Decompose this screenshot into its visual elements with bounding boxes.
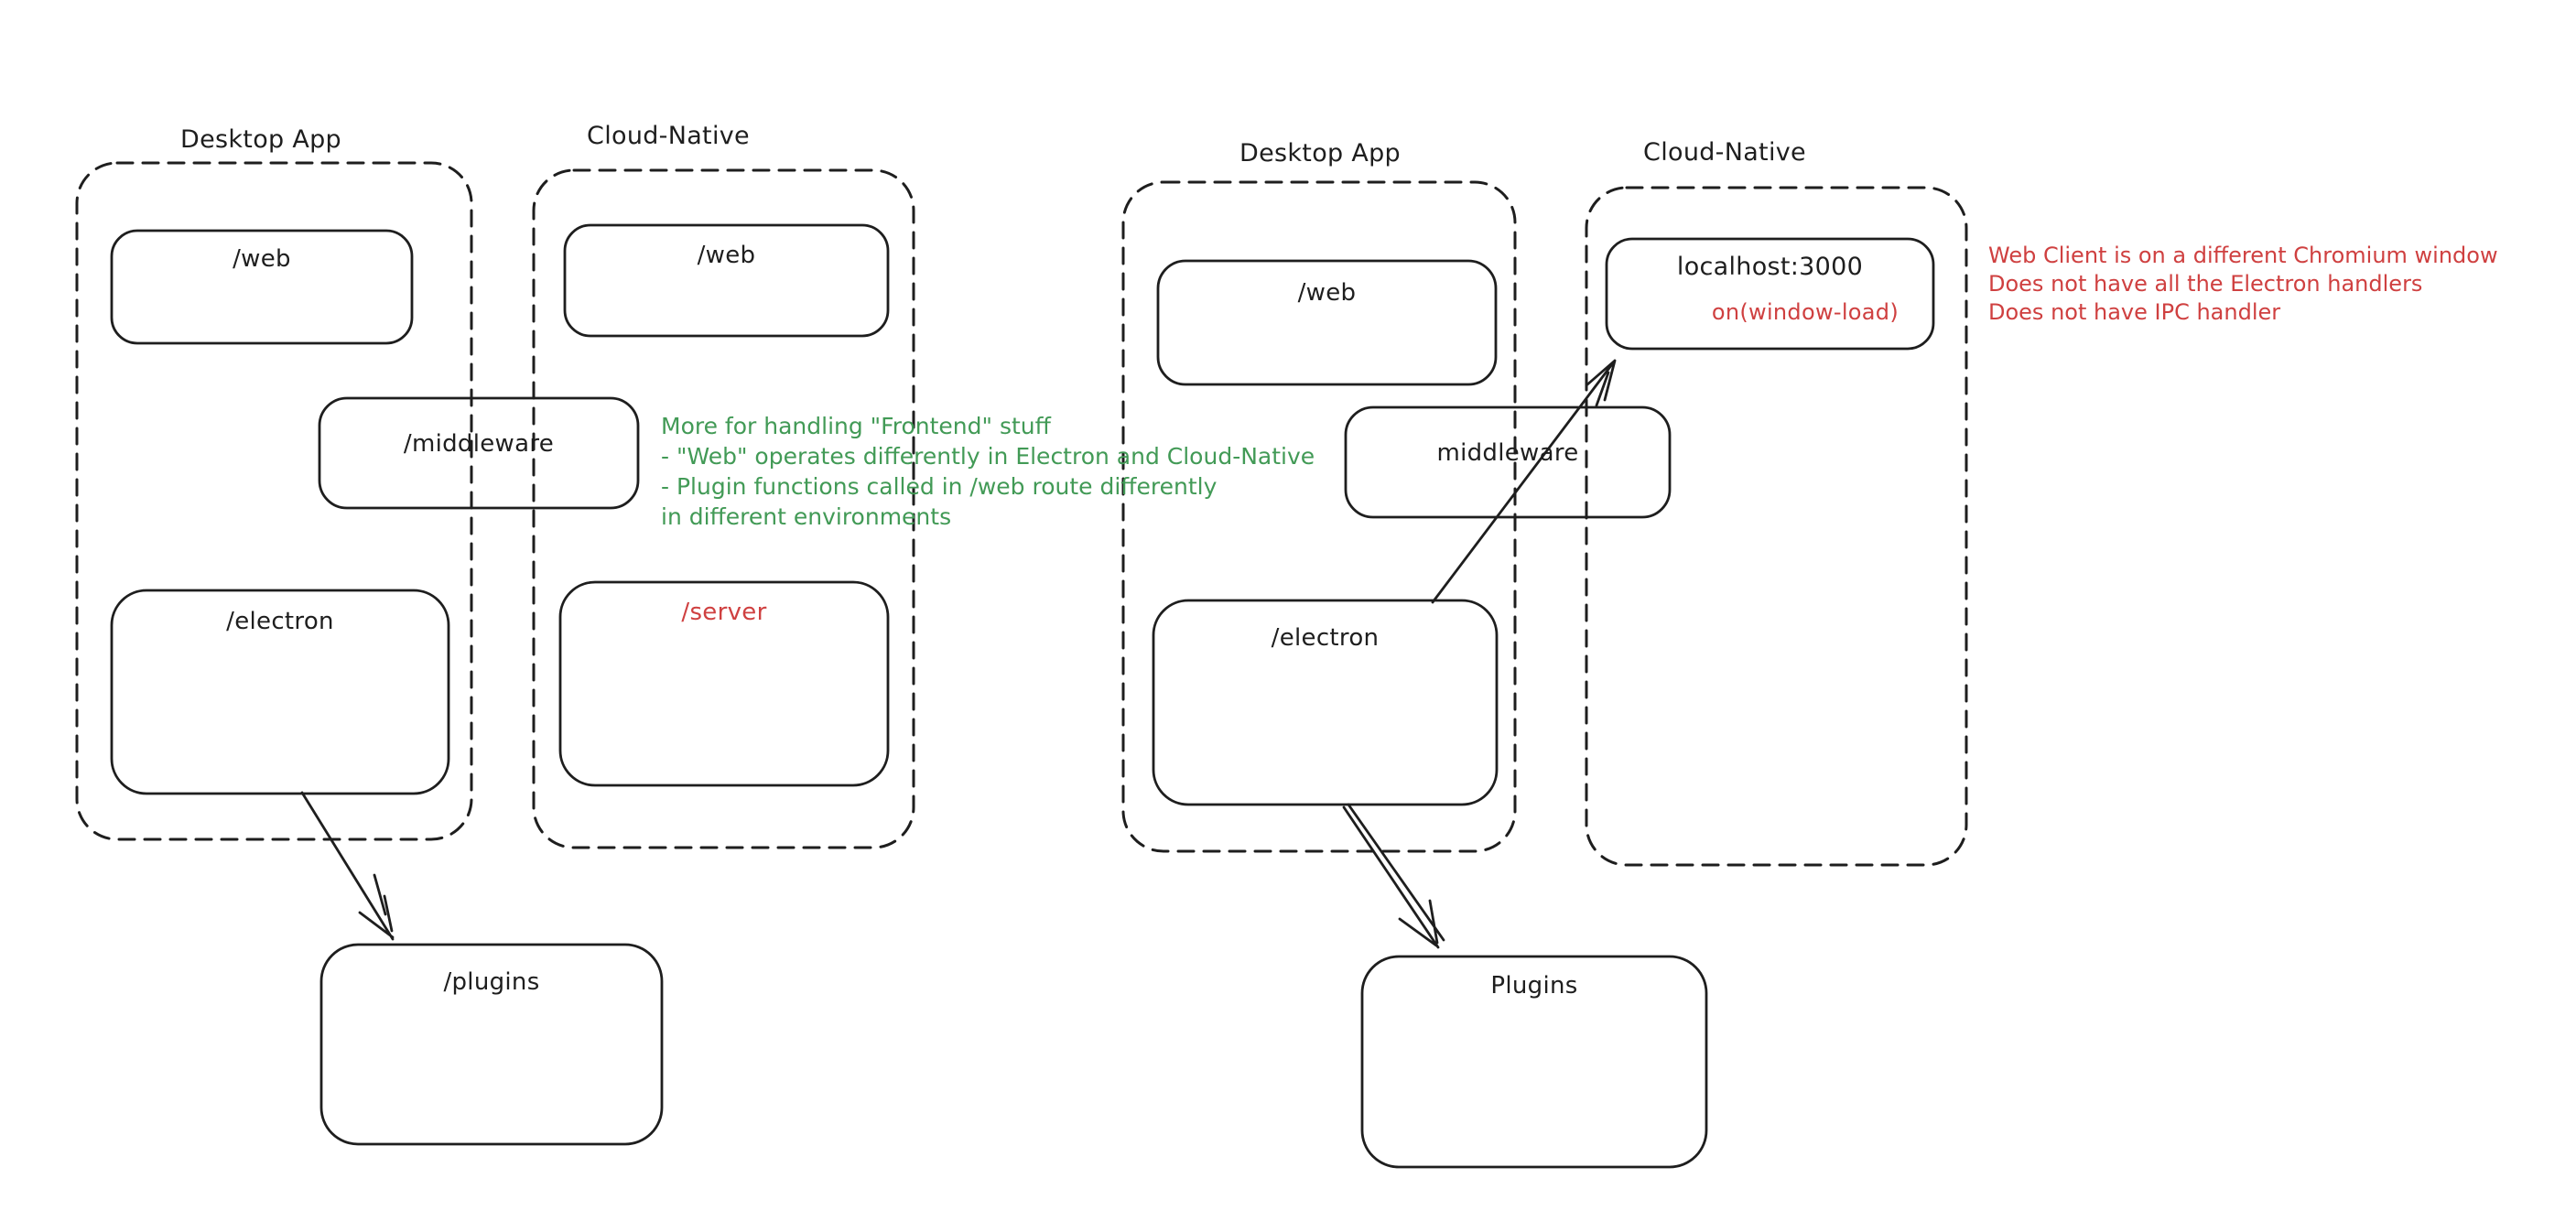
arrow-electron-to-plugins-right <box>1342 803 1445 949</box>
label-server: /server <box>681 599 767 626</box>
green-note-line: - "Web" operates differently in Electron… <box>661 443 1315 470</box>
label-plugins-right: Plugins <box>1490 972 1578 1000</box>
container-desktop-left <box>75 161 473 841</box>
label-localhost-handler: on(window-load) <box>1711 299 1899 325</box>
label-middleware-left: /middleware <box>403 430 555 458</box>
box-plugins-right <box>1360 955 1708 1169</box>
label-web-cloud-left: /web <box>697 242 756 269</box>
arrow-electron-to-localhost <box>1431 359 1617 604</box>
label-localhost-title: localhost:3000 <box>1676 253 1864 281</box>
green-note-line: in different environments <box>661 503 952 530</box>
label-electron-left: /electron <box>226 608 334 635</box>
red-note-line: Does not have all the Electron handlers <box>1988 271 2423 297</box>
group-label-cloud-right: Cloud-Native <box>1643 138 1806 167</box>
box-middleware-right <box>1344 405 1672 519</box>
group-label-cloud-left: Cloud-Native <box>587 122 750 150</box>
label-plugins-left: /plugins <box>443 968 540 996</box>
red-note-line: Does not have IPC handler <box>1988 299 2281 325</box>
green-note-line: - Plugin functions called in /web route … <box>661 473 1218 500</box>
box-server <box>558 580 890 787</box>
box-web-desktop-left <box>110 229 414 345</box>
box-electron-left <box>110 589 450 795</box>
box-web-desktop-right <box>1156 259 1498 386</box>
group-label-desktop-right: Desktop App <box>1239 139 1401 168</box>
label-electron-right: /electron <box>1271 624 1380 652</box>
box-electron-right <box>1152 599 1499 806</box>
group-label-desktop-left: Desktop App <box>180 125 341 154</box>
box-web-cloud-left <box>563 223 890 338</box>
green-note-line: More for handling "Frontend" stuff <box>661 413 1051 439</box>
label-middleware-right: middleware <box>1436 439 1579 467</box>
red-note-line: Web Client is on a different Chromium wi… <box>1988 243 2498 268</box>
box-plugins-left <box>319 943 664 1146</box>
label-web-desktop-right: /web <box>1297 279 1357 307</box>
container-cloud-right <box>1585 186 1968 867</box>
box-middleware-left <box>318 396 640 510</box>
box-localhost <box>1605 237 1935 351</box>
label-web-desktop-left: /web <box>233 245 291 273</box>
green-note: More for handling "Frontend" stuff - "We… <box>661 411 1315 532</box>
arrow-electron-to-plugins-left <box>300 791 395 941</box>
red-note: Web Client is on a different Chromium wi… <box>1988 242 2498 327</box>
